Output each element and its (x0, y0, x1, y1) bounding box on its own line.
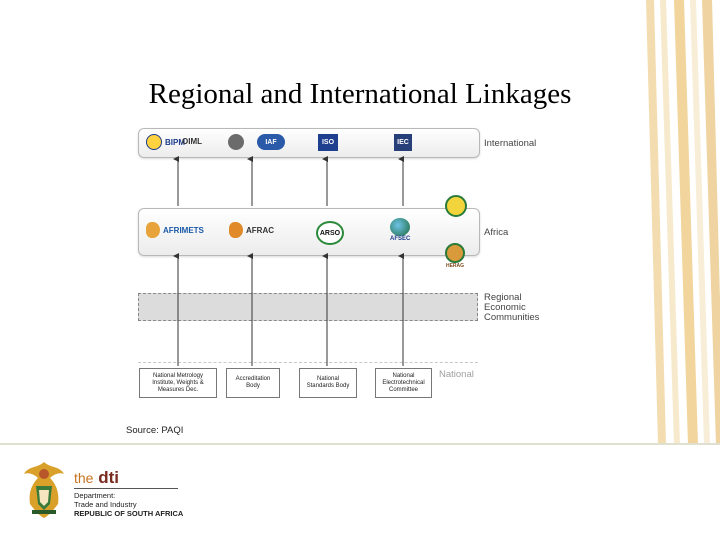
slide-title: Regional and International Linkages (148, 78, 572, 110)
source-note: Source: PAQI (126, 425, 184, 436)
dept-line-3: REPUBLIC OF SOUTH AFRICA (74, 509, 184, 518)
level-label-regional: Regional Economic Communities (484, 292, 540, 323)
coat-of-arms-icon (24, 462, 64, 518)
arso-logo: ARSO (316, 221, 344, 245)
arso-icon: ARSO (316, 221, 344, 245)
herag-emblem: HERAG (445, 243, 465, 269)
international-band (138, 128, 480, 158)
national-standards-box: National Standards Body (299, 368, 357, 398)
accreditation-body-box: Accreditation Body (226, 368, 280, 398)
iec-icon: IEC (394, 134, 412, 151)
brand-dti: dti (98, 468, 119, 487)
globe-icon (390, 218, 411, 236)
iso-icon: ISO (318, 134, 338, 151)
national-metrology-box: National Metrology Institute, Weights & … (139, 368, 217, 398)
electrotechnical-committee-box: National Electrotechnical Committee (375, 368, 432, 398)
africa-map-icon (146, 222, 160, 238)
iso-logo: ISO (318, 134, 338, 151)
level-label-international: International (484, 138, 537, 149)
brand-the: the (74, 470, 94, 486)
africa-map-icon (229, 222, 243, 238)
iec-logo: IEC (394, 134, 412, 151)
department-block: Department: Trade and Industry REPUBLIC … (74, 491, 183, 518)
afsec-logo: AFSEC (390, 218, 410, 242)
dti-brand: the dti (74, 468, 119, 488)
level-label-africa: Africa (484, 227, 509, 238)
africa-band (138, 208, 480, 256)
regional-communities-band (138, 293, 478, 321)
ilac-logo (228, 134, 247, 150)
national-divider (138, 362, 478, 363)
herag-seal-icon (445, 243, 465, 263)
afrimets-logo: AFRIMETS (146, 222, 204, 238)
globe-icon (228, 134, 244, 150)
afrac-logo: AFRAC (229, 222, 274, 238)
iaf-logo: IAF (257, 134, 285, 150)
au-emblem (445, 195, 470, 217)
african-union-emblem-icon (445, 195, 467, 217)
level-label-national: National (439, 369, 474, 380)
iaf-icon: IAF (257, 134, 285, 150)
footer-divider (0, 443, 720, 445)
dept-line-2: Trade and Industry (74, 500, 137, 509)
dept-rule (74, 488, 178, 489)
dept-line-1: Department: (74, 491, 116, 500)
bipm-logo: BIPM (146, 134, 185, 150)
decorative-stripes (646, 0, 720, 445)
bipm-icon (146, 134, 162, 150)
oiml-logo: OIML (182, 137, 202, 146)
